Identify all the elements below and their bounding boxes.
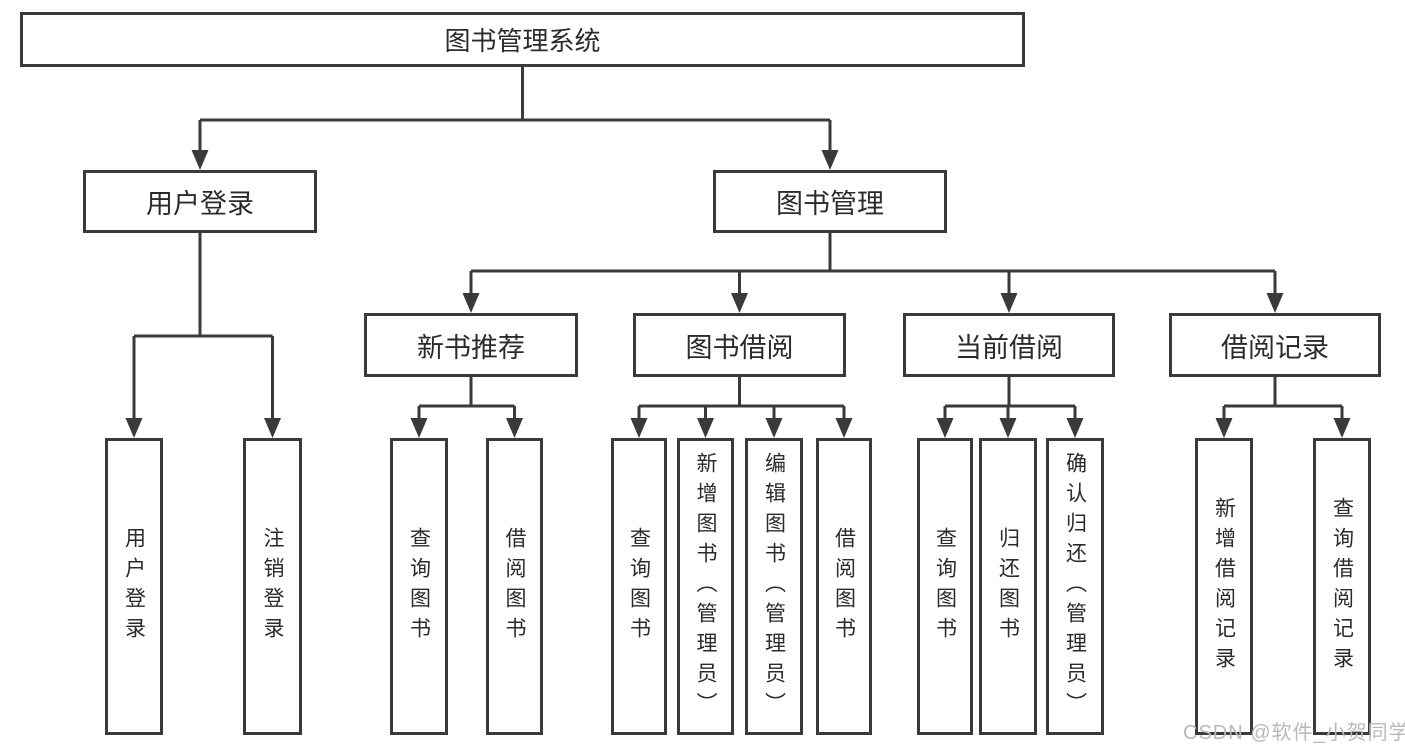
node-leaf-borrow-query-books: 查询图书	[611, 438, 667, 735]
node-leaf-current-query-books: 查询图书	[917, 438, 973, 735]
node-label: 编辑图书（管理员）	[762, 451, 786, 722]
node-label: 借阅记录	[1221, 332, 1329, 363]
node-label: 图书管理系统	[444, 26, 601, 56]
node-label: 归还图书	[996, 526, 1020, 647]
node-leaf-records-add-record: 新增借阅记录	[1195, 438, 1253, 735]
node-label: 当前借阅	[955, 332, 1063, 363]
node-label: 用户登录	[146, 189, 254, 219]
node-leaf-newrec-borrow-books: 借阅图书	[486, 438, 543, 735]
node-label: 图书管理	[776, 189, 884, 219]
node-leaf-borrow-add-books-admin: 新增图书（管理员）	[677, 438, 734, 735]
csdn-watermark: CSDN @软件_小贺同学	[1183, 722, 1405, 744]
node-label: 新增借阅记录	[1212, 496, 1236, 677]
node-label: 新书推荐	[417, 332, 525, 363]
node-current-borrowing: 当前借阅	[903, 313, 1115, 377]
node-user-login: 用户登录	[83, 170, 317, 233]
node-label: 查询图书	[407, 526, 431, 647]
node-leaf-user-login: 用户登录	[105, 438, 163, 735]
node-leaf-current-return-books: 归还图书	[979, 438, 1037, 735]
node-leaf-newrec-query-books: 查询图书	[390, 438, 448, 735]
node-leaf-records-query-record: 查询借阅记录	[1313, 438, 1371, 735]
node-label: 查询图书	[933, 526, 957, 647]
node-label: 借阅图书	[503, 526, 527, 647]
node-root: 图书管理系统	[20, 12, 1025, 67]
node-leaf-borrow-edit-books-admin: 编辑图书（管理员）	[745, 438, 803, 735]
node-book-management: 图书管理	[713, 170, 947, 233]
node-label: 查询图书	[627, 526, 651, 647]
node-leaf-logout: 注销登录	[243, 438, 302, 735]
node-label: 借阅图书	[832, 526, 856, 647]
node-leaf-current-confirm-return-admin: 确认归还（管理员）	[1046, 438, 1104, 735]
node-label: 用户登录	[122, 526, 146, 647]
node-label: 图书借阅	[685, 332, 794, 363]
node-label: 注销登录	[261, 526, 285, 647]
node-leaf-borrow-borrow-books: 借阅图书	[816, 438, 872, 735]
node-borrowing-records: 借阅记录	[1169, 313, 1381, 377]
node-new-book-recommend: 新书推荐	[364, 313, 578, 377]
node-label: 查询借阅记录	[1330, 496, 1354, 677]
node-label: 新增图书（管理员）	[694, 451, 718, 722]
node-label: 确认归还（管理员）	[1063, 451, 1087, 722]
node-book-borrowing: 图书借阅	[633, 313, 846, 377]
